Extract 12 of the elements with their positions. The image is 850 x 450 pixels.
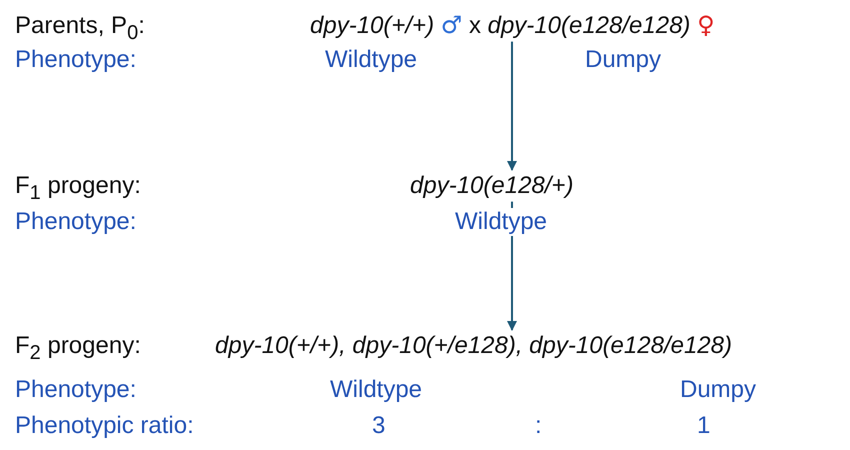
- female-symbol: ♀: [697, 11, 715, 39]
- generation-label: Parents, P$_{0}$:: [15, 12, 145, 45]
- genotype-text: dpy-10(+/+), dpy-10(+/e128), dpy-10(e128/e128): [215, 332, 732, 360]
- genotype-text: dpy-10(e128/+): [410, 172, 574, 200]
- genotype-text: dpy-10(+/+): [310, 12, 434, 39]
- phenotype-value: Wildtype: [455, 208, 548, 236]
- generation-label: F$_{1}$ progeny:: [15, 172, 141, 205]
- arrow: [507, 42, 517, 171]
- generation-label: F$_{2}$ progeny:: [15, 332, 141, 365]
- genotype-text: dpy-10(e128/e128): [488, 12, 690, 39]
- male-symbol: ♂: [440, 11, 462, 39]
- cross-sign: x: [468, 12, 481, 39]
